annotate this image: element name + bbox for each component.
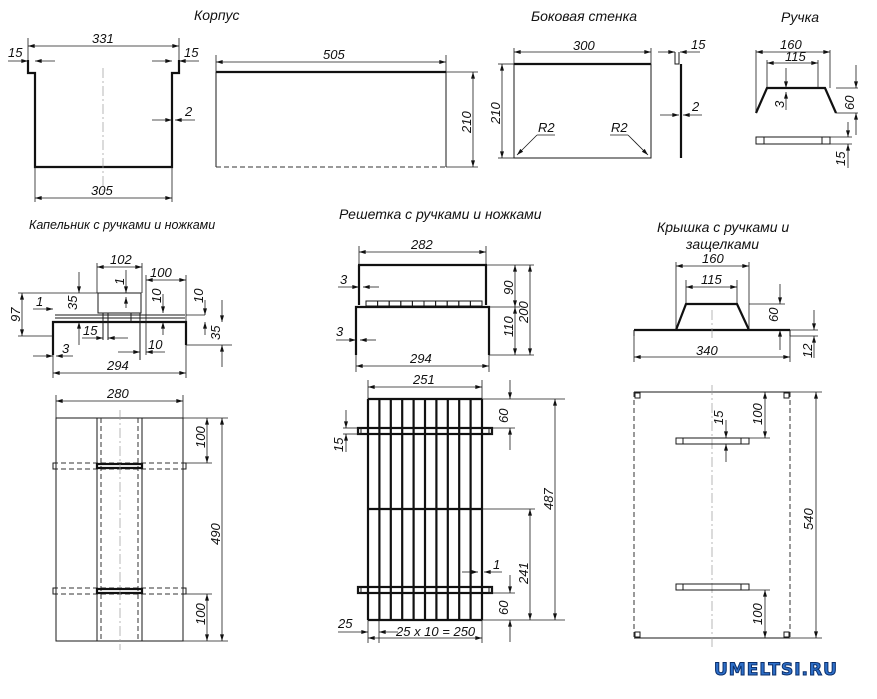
drip-tray-plan: 280 100 490 100 (52, 386, 228, 650)
dim-handle-60: 60 (842, 95, 857, 110)
grate-bar-section (411, 300, 425, 307)
dim-grate-3-top: 3 (340, 272, 348, 287)
watermark-logo: UMELTSI.RU (714, 660, 838, 680)
grate-elevation: 282 3 3 90 200 110 294 (336, 237, 534, 372)
dim-side-r2-left: R2 (538, 120, 555, 135)
dim-handle-160: 160 (780, 37, 802, 52)
dim-grate-1: 1 (493, 557, 500, 572)
dim-grate-294: 294 (409, 351, 432, 366)
dim-korpus-331: 331 (92, 31, 114, 46)
dim-drip-3: 3 (62, 341, 70, 356)
dim-korpus-505: 505 (323, 47, 345, 62)
dim-lid-340: 340 (696, 343, 718, 358)
lid-elevation: 160 115 60 12 340 (633, 251, 818, 362)
dim-drip-15: 15 (83, 323, 98, 338)
title-grate: Решетка с ручками и ножками (339, 206, 542, 222)
handle-view: 160 115 3 60 15 (754, 37, 858, 168)
grate-bar-section (388, 300, 402, 307)
dim-drip-102: 102 (110, 252, 132, 267)
dim-grate-200: 200 (516, 301, 531, 324)
dim-handle-3: 3 (772, 100, 787, 108)
dim-side-210: 210 (488, 102, 503, 125)
grate-bar-section (400, 300, 413, 307)
dim-grate-25: 25 (337, 616, 353, 631)
dim-lid-160: 160 (702, 251, 724, 266)
dim-lid-15: 15 (711, 410, 726, 425)
dim-handle-15: 15 (833, 151, 848, 166)
grate-bar-section (365, 300, 379, 307)
dim-grate-282: 282 (410, 237, 433, 252)
dim-side-r2-right: R2 (611, 120, 628, 135)
dim-drip-294: 294 (106, 358, 129, 373)
dim-grate-251: 251 (412, 372, 435, 387)
dim-grate-60-top: 60 (496, 408, 511, 423)
dim-grate-pitch-formula: 25 x 10 = 250 (395, 624, 476, 639)
dim-lid-115: 115 (701, 272, 722, 287)
dim-grate-110: 110 (501, 316, 516, 337)
grate-bar-section (423, 300, 437, 307)
dim-drip-280: 280 (106, 386, 129, 401)
dim-grate-15: 15 (331, 437, 346, 452)
dim-drip-100: 100 (150, 265, 172, 280)
grate-bar-section (446, 300, 460, 307)
dim-lid-100-top: 100 (750, 403, 765, 425)
dim-drip-1: 1 (112, 278, 127, 285)
title-lid-line2: защелками (685, 236, 759, 252)
dim-handle-115: 115 (785, 49, 806, 64)
title-lid-line1: Крышка с ручками и (657, 219, 789, 235)
dim-korpus-15-right: 15 (184, 45, 199, 60)
dim-drip-10c: 10 (191, 288, 206, 303)
lid-plan: 15 100 540 100 (633, 385, 822, 648)
grate-bar-section (377, 300, 390, 307)
dim-drip-10b: 10 (148, 337, 163, 352)
dim-drip-97: 97 (8, 307, 23, 322)
dim-drip-490: 490 (208, 523, 223, 545)
title-handle: Ручка (781, 9, 819, 25)
title-side-wall: Боковая стенка (531, 8, 637, 24)
grate-bar-section (458, 300, 471, 307)
dim-side-15: 15 (691, 37, 706, 52)
dim-lid-100-bottom: 100 (750, 603, 765, 625)
dim-lid-12: 12 (800, 343, 815, 358)
dim-side-2: 2 (691, 99, 700, 114)
dim-drip-35-leg: 35 (208, 325, 223, 340)
dim-grate-3-bottom: 3 (336, 324, 344, 339)
dim-grate-90: 90 (501, 280, 516, 295)
dim-grate-487: 487 (541, 488, 556, 510)
dim-side-300: 300 (573, 38, 595, 53)
drip-tray-elevation: 102 1 100 97 1 35 15 10 10 10 35 (8, 252, 232, 378)
dim-korpus-15-left: 15 (8, 45, 23, 60)
dim-korpus-wall-2: 2 (184, 104, 193, 119)
dim-drip-10a: 10 (149, 288, 164, 303)
dim-korpus-305: 305 (91, 183, 113, 198)
dim-grate-60-bottom: 60 (496, 600, 511, 615)
dim-grate-241: 241 (516, 562, 531, 585)
dim-lid-540: 540 (801, 508, 816, 530)
title-drip-tray: Капельник с ручками и ножками (29, 218, 215, 232)
dim-korpus-210: 210 (459, 111, 474, 134)
grate-bar-section (469, 300, 483, 307)
korpus-side-view: 505 210 (215, 47, 478, 168)
dim-drip-35: 35 (65, 295, 80, 310)
title-korpus: Корпус (194, 7, 240, 23)
dim-lid-60: 60 (766, 307, 781, 322)
grate-plan: 251 60 15 487 241 1 60 25 25 x 10 = 250 (331, 372, 565, 643)
dim-drip-100-top: 100 (193, 426, 208, 448)
grate-bar-section (435, 300, 448, 307)
korpus-front-view: 331 15 15 2 305 (8, 31, 199, 202)
side-wall-view: 300 210 R2 R2 15 2 (488, 37, 706, 159)
dim-drip-1-lip: 1 (36, 294, 43, 309)
dim-drip-100-bottom: 100 (193, 603, 208, 625)
